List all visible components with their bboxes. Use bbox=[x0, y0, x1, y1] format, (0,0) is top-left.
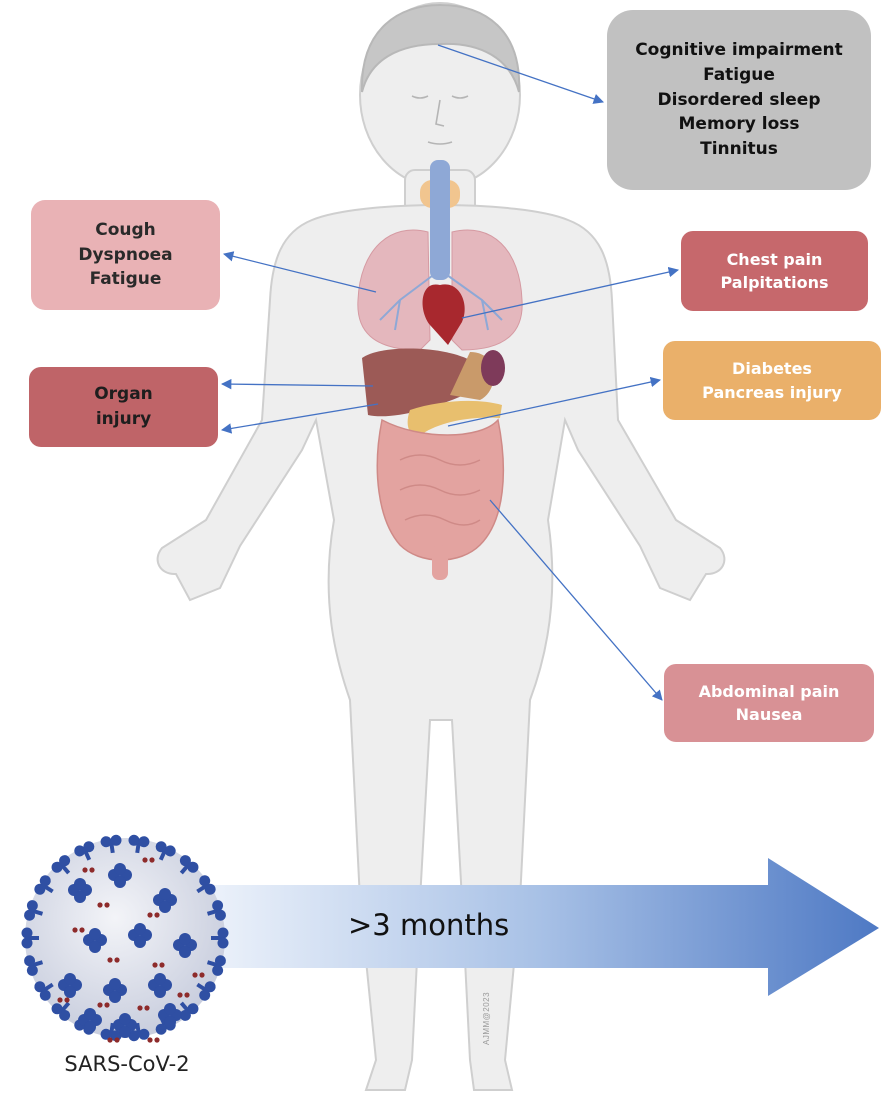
trachea bbox=[430, 160, 450, 280]
resp-line: Fatigue bbox=[90, 267, 162, 292]
virus-particle bbox=[104, 1002, 109, 1007]
metabolic-line: Diabetes bbox=[732, 357, 812, 380]
virus-particle bbox=[97, 1002, 102, 1007]
virus-particle bbox=[82, 867, 87, 872]
virus-particle bbox=[107, 1037, 112, 1042]
virus-particle bbox=[107, 957, 112, 962]
gi-line: Nausea bbox=[736, 703, 803, 726]
neuro-line: Tinnitus bbox=[700, 137, 778, 162]
virus-particle bbox=[177, 992, 182, 997]
virus-icon bbox=[22, 834, 229, 1043]
virus-particle bbox=[104, 902, 109, 907]
virus-particle bbox=[192, 972, 197, 977]
virus-label: SARS-CoV-2 bbox=[22, 1052, 232, 1076]
virus-particle bbox=[89, 867, 94, 872]
watermark: AJMM@2023 bbox=[482, 992, 491, 1045]
virus-particle bbox=[152, 962, 157, 967]
respiratory-symptoms-box: Cough Dyspnoea Fatigue bbox=[31, 200, 220, 310]
neurological-symptoms-box: Cognitive impairment Fatigue Disordered … bbox=[607, 10, 871, 190]
neuro-line: Cognitive impairment bbox=[635, 38, 843, 63]
metabolic-line: Pancreas injury bbox=[702, 381, 842, 404]
resp-line: Cough bbox=[95, 218, 156, 243]
virus-particle bbox=[184, 992, 189, 997]
virus-particle bbox=[114, 957, 119, 962]
virus-particle bbox=[142, 857, 147, 862]
cardiac-symptoms-box: Chest pain Palpitations bbox=[681, 231, 868, 311]
virus-particle bbox=[147, 912, 152, 917]
neuro-line: Fatigue bbox=[703, 63, 775, 88]
cardiac-line: Palpitations bbox=[721, 271, 829, 294]
neuro-line: Disordered sleep bbox=[658, 88, 821, 113]
virus-particle bbox=[144, 1005, 149, 1010]
virus-particle bbox=[147, 1037, 152, 1042]
virus-particle bbox=[72, 927, 77, 932]
virus-particle bbox=[57, 997, 62, 1002]
virus-particle bbox=[154, 1037, 159, 1042]
organ-injury-box: Organ injury bbox=[29, 367, 218, 447]
virus-particle bbox=[114, 1037, 119, 1042]
timeline-arrow bbox=[200, 858, 879, 996]
virus-particle bbox=[64, 997, 69, 1002]
kidney bbox=[481, 350, 505, 386]
virus-particle bbox=[159, 962, 164, 967]
virus-particle bbox=[154, 912, 159, 917]
gastrointestinal-symptoms-box: Abdominal pain Nausea bbox=[664, 664, 874, 742]
virus-particle bbox=[149, 857, 154, 862]
organ-line: Organ bbox=[94, 382, 153, 407]
cardiac-line: Chest pain bbox=[727, 248, 823, 271]
virus-particle bbox=[137, 1005, 142, 1010]
gi-line: Abdominal pain bbox=[699, 680, 840, 703]
neuro-line: Memory loss bbox=[679, 112, 800, 137]
metabolic-symptoms-box: Diabetes Pancreas injury bbox=[663, 341, 881, 420]
virus-particle bbox=[97, 902, 102, 907]
rectum bbox=[432, 545, 448, 580]
resp-line: Dyspnoea bbox=[78, 243, 172, 268]
organ-line: injury bbox=[96, 407, 151, 432]
virus-particle bbox=[79, 927, 84, 932]
duration-label: >3 months bbox=[348, 908, 509, 942]
virus-particle bbox=[199, 972, 204, 977]
